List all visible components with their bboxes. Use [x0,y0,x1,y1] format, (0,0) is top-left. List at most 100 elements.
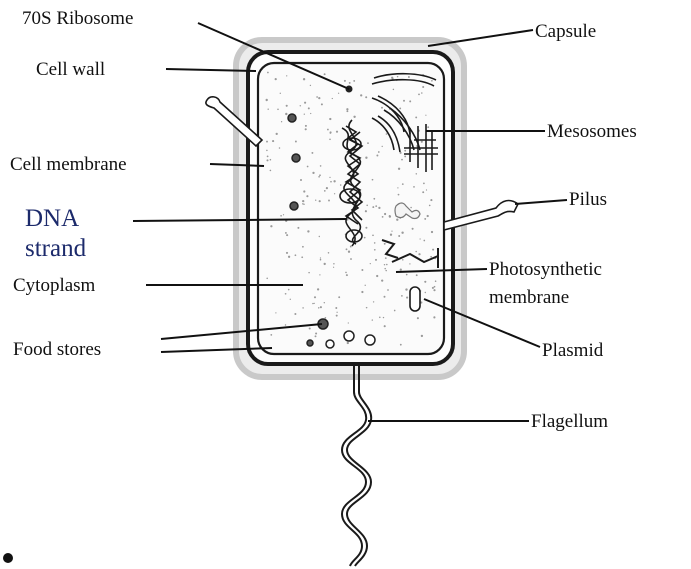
cytoplasm-speckle [386,264,388,266]
cytoplasm-speckle [346,110,348,112]
cytoplasm-speckle [315,335,317,337]
cytoplasm-speckle [286,75,287,76]
cytoplasm-speckle [415,116,417,118]
cytoplasm-speckle [317,288,319,290]
cytoplasm-speckle [402,259,404,261]
cytoplasm-speckle [346,248,348,250]
cytoplasm-speckle [336,312,337,313]
cytoplasm-speckle [280,215,282,217]
label-dna-line1: DNA [25,205,79,232]
cytoplasm-speckle [385,257,387,259]
cytoplasm-speckle [324,302,325,303]
cytoplasm-speckle [276,133,278,135]
cytoplasm-speckle [374,242,376,244]
cytoplasm-speckle [396,219,398,221]
cytoplasm-speckle [372,234,374,236]
cytoplasm-speckle [421,335,423,337]
cytoplasm-speckle [338,296,340,298]
cytoplasm-speckle [401,232,403,234]
cytoplasm-speckle [361,269,363,271]
cytoplasm-speckle [416,173,417,174]
cytoplasm-speckle [422,86,424,88]
cytoplasm-speckle [275,312,276,313]
cytoplasm-speckle [366,307,368,309]
cytoplasm-speckle [425,292,426,293]
cytoplasm-speckle [266,278,268,280]
label-food-stores: Food stores [13,339,101,360]
cytoplasm-speckle [401,295,403,297]
cytoplasm-speckle [285,324,286,325]
cytoplasm-speckle [422,191,424,193]
cytoplasm-speckle [288,256,290,258]
cytoplasm-speckle [353,116,355,118]
cytoplasm-speckle [286,105,288,107]
cytoplasm-speckle [338,93,339,94]
cytoplasm-speckle [325,317,327,319]
cytoplasm-speckle [384,264,385,265]
cytoplasm-speckle [398,168,400,170]
cytoplasm-speckle [413,186,415,188]
cytoplasm-speckle [348,322,349,323]
cytoplasm-speckle [416,274,418,276]
cytoplasm-speckle [433,316,435,318]
cytoplasm-speckle [345,272,347,274]
cytoplasm-speckle [306,195,308,197]
cytoplasm-speckle [430,256,432,258]
cytoplasm-speckle [290,299,291,300]
cytoplasm-speckle [429,205,431,207]
cytoplasm-speckle [344,80,346,82]
cytoplasm-speckle [353,80,355,82]
cytoplasm-speckle [326,187,328,189]
cytoplasm-speckle [266,150,268,152]
cytoplasm-speckle [285,232,287,234]
cytoplasm-speckle [402,183,404,185]
cytoplasm-speckle [434,286,436,288]
cytoplasm-speckle [286,252,288,254]
cytoplasm-speckle [346,274,348,276]
cytoplasm-speckle [431,231,433,233]
cytoplasm-speckle [283,214,284,215]
cytoplasm-speckle [372,319,373,320]
cytoplasm-speckle [314,303,315,304]
cytoplasm-speckle [419,238,420,239]
cytoplasm-speckle [324,190,326,192]
cytoplasm-speckle [400,269,402,271]
cytoplasm-speckle [397,187,398,188]
cytoplasm-speckle [409,263,410,264]
cytoplasm-speckle [315,200,316,201]
cytoplasm-speckle [320,259,322,261]
cytoplasm-speckle [304,102,306,104]
cytoplasm-speckle [303,78,305,80]
cytoplasm-speckle [400,152,402,154]
cytoplasm-speckle [318,97,320,99]
cytoplasm-speckle [386,133,388,135]
cytoplasm-speckle [417,317,419,319]
cytoplasm-speckle [391,77,393,79]
cytoplasm-speckle [397,76,399,78]
cytoplasm-speckle [310,85,311,86]
cytoplasm-speckle [424,281,426,283]
cytoplasm-speckle [365,285,366,286]
cytoplasm-speckle [320,306,322,308]
cytoplasm-speckle [333,267,334,268]
cytoplasm-speckle [312,303,313,304]
cytoplasm-speckle [294,313,296,315]
cytoplasm-speckle [340,184,342,186]
label-plasmid: Plasmid [542,340,604,361]
label-cytoplasm: Cytoplasm [13,275,96,296]
cytoplasm-speckle [389,215,391,217]
label-photosynthetic-line1: Photosynthetic [489,259,602,280]
cytoplasm-speckle [384,268,386,270]
cytoplasm-speckle [267,156,269,158]
corner-mark [3,553,13,563]
cytoplasm-speckle [318,176,320,178]
cytoplasm-speckle [336,315,338,317]
cytoplasm-speckle [418,93,420,95]
label-dna-line2: strand [25,235,87,262]
plasmid [410,287,420,311]
cytoplasm-speckle [319,274,320,275]
cytoplasm-speckle [423,183,425,185]
cytoplasm-speckle [270,159,272,161]
label-mesosomes: Mesosomes [547,121,637,142]
cytoplasm-speckle [399,107,401,109]
